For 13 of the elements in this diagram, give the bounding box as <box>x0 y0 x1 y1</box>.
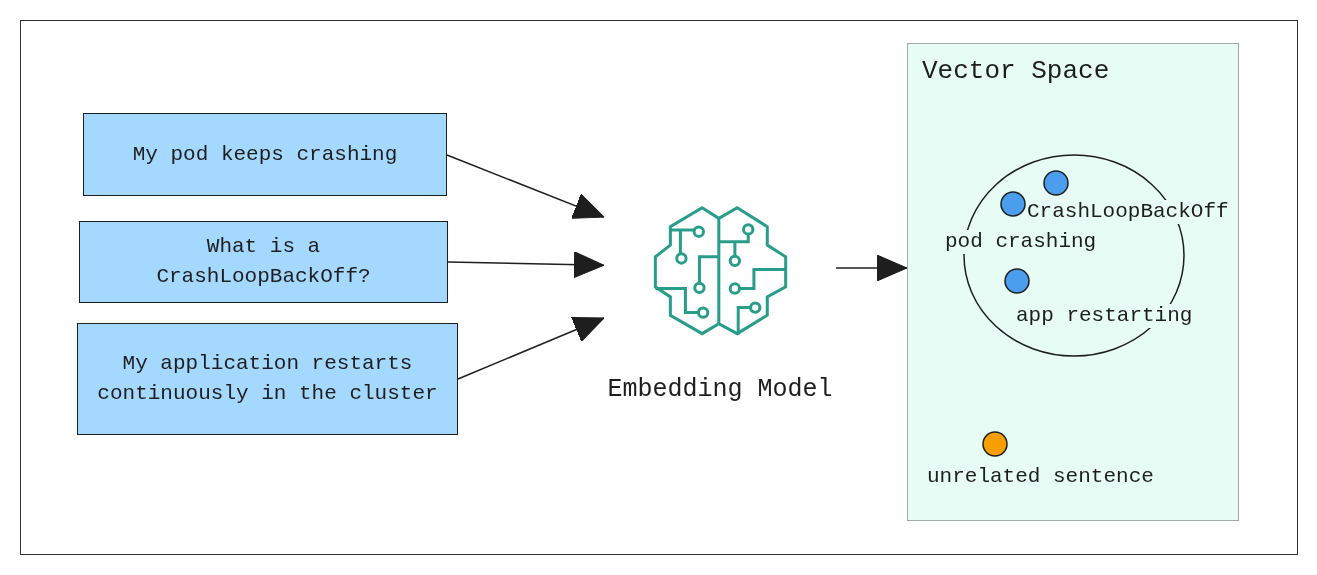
arrow <box>835 254 908 282</box>
query-box: What is a CrashLoopBackOff? <box>79 221 448 303</box>
point-label: CrashLoopBackOff <box>1027 200 1229 224</box>
model-label: Embedding Model <box>607 375 833 405</box>
point-label: app restarting <box>1016 304 1193 328</box>
query-box: My application restarts continuously in the cluster <box>77 323 458 435</box>
point-label: pod crashing <box>945 230 1097 254</box>
query-box: My pod keeps crashing <box>83 113 447 196</box>
vector-space-panel <box>907 43 1239 521</box>
arrow <box>447 251 605 279</box>
arrow <box>446 154 605 219</box>
arrow <box>457 317 605 380</box>
panel-title: Vector Space <box>922 56 1110 86</box>
